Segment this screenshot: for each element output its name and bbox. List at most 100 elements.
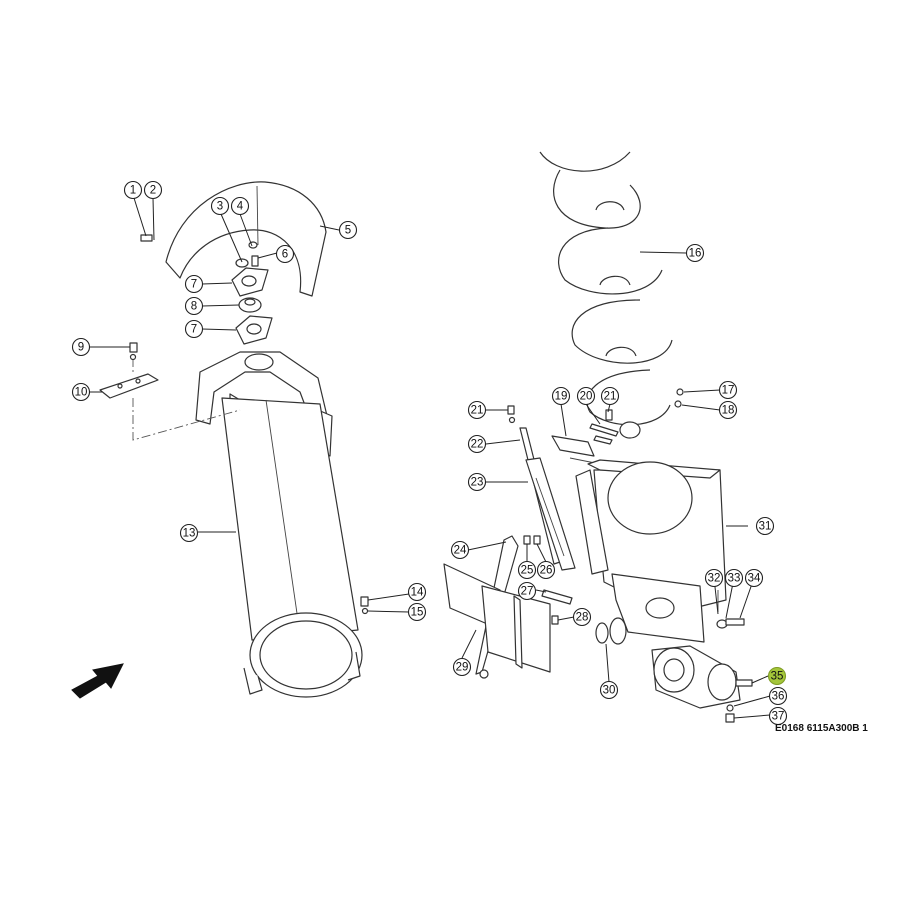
flange-plate-upper xyxy=(231,267,269,297)
callout-20: 20 xyxy=(576,386,596,406)
shield-part-28 xyxy=(443,563,551,673)
callout-27: 27 xyxy=(517,581,537,601)
callout-number: 27 xyxy=(521,586,534,598)
callout-4: 4 xyxy=(230,196,250,216)
callout-13: 13 xyxy=(179,523,199,543)
spout-tube-part xyxy=(221,397,363,698)
callout-10: 10 xyxy=(71,382,91,402)
callout-number: 33 xyxy=(728,573,741,585)
callout-25: 25 xyxy=(517,560,537,580)
callout-number: 2 xyxy=(150,185,156,197)
pin-part-20-21 xyxy=(589,409,619,445)
callout-number: 22 xyxy=(471,439,484,451)
callout-number: 30 xyxy=(603,685,616,697)
callout-21: 21 xyxy=(600,386,620,406)
callout-number: 29 xyxy=(456,662,469,674)
callout-number: 6 xyxy=(282,249,288,261)
wear-plate-part xyxy=(99,373,159,399)
callout-number: 10 xyxy=(75,387,88,399)
callout-number: 15 xyxy=(411,607,424,619)
callout-7: 7 xyxy=(184,274,204,294)
gearbox-part-35 xyxy=(651,645,753,709)
bearing-part xyxy=(238,297,262,313)
callout-37: 37 xyxy=(768,706,788,726)
callout-26: 26 xyxy=(536,560,556,580)
small-parts-4-6 xyxy=(235,241,259,268)
callout-7: 7 xyxy=(184,319,204,339)
callout-number: 17 xyxy=(722,385,735,397)
callout-number: 24 xyxy=(454,545,467,557)
callout-number: 26 xyxy=(540,565,553,577)
flange-plate-lower xyxy=(235,315,273,345)
callout-18: 18 xyxy=(718,400,738,420)
callout-2: 2 xyxy=(143,180,163,200)
callout-32: 32 xyxy=(704,568,724,588)
callout-number: 3 xyxy=(217,201,223,213)
callout-23: 23 xyxy=(467,472,487,492)
slotted-bar-part-23 xyxy=(525,457,576,571)
callout-number: 28 xyxy=(576,612,589,624)
callout-21: 21 xyxy=(467,400,487,420)
callout-19: 19 xyxy=(551,386,571,406)
callout-6: 6 xyxy=(275,244,295,264)
callout-29: 29 xyxy=(452,657,472,677)
callout-34: 34 xyxy=(744,568,764,588)
callout-number: 37 xyxy=(772,711,785,723)
callout-1: 1 xyxy=(123,180,143,200)
callout-28: 28 xyxy=(572,607,592,627)
direction-arrow-icon xyxy=(71,663,124,699)
callout-15: 15 xyxy=(407,602,427,622)
callout-number: 13 xyxy=(183,528,196,540)
callout-3: 3 xyxy=(210,196,230,216)
callout-number: 36 xyxy=(772,691,785,703)
callout-24: 24 xyxy=(450,540,470,560)
callout-30: 30 xyxy=(599,680,619,700)
callout-number: 16 xyxy=(689,248,702,260)
callout-17: 17 xyxy=(718,380,738,400)
callout-number: 20 xyxy=(580,391,593,403)
callout-9: 9 xyxy=(71,337,91,357)
callout-number: 4 xyxy=(237,201,244,213)
callout-5: 5 xyxy=(338,220,358,240)
callout-number: 25 xyxy=(521,565,534,577)
callout-number: 1 xyxy=(130,185,136,197)
bolts-part-32-34 xyxy=(716,590,745,629)
callout-number: 19 xyxy=(555,391,568,403)
callout-number: 9 xyxy=(78,342,84,354)
small-bolts-17-18 xyxy=(674,388,684,408)
callout-35: 35 xyxy=(767,666,787,686)
callout-16: 16 xyxy=(685,243,705,263)
callout-number: 7 xyxy=(191,279,197,291)
housing-part-31 xyxy=(575,459,727,607)
mounting-plate-part xyxy=(611,573,705,643)
bolt-part-9 xyxy=(129,342,138,361)
auger-flight-part xyxy=(539,151,673,439)
callout-number: 32 xyxy=(708,573,721,585)
small-parts-25-26 xyxy=(523,535,541,545)
callout-number: 34 xyxy=(748,573,761,585)
seal-ring-part-30 xyxy=(595,617,627,645)
callout-31: 31 xyxy=(755,516,775,536)
bolt-part-21-left xyxy=(507,405,516,424)
callout-22: 22 xyxy=(467,434,487,454)
callout-number: 14 xyxy=(411,587,424,599)
callout-number: 8 xyxy=(191,301,197,313)
callout-36: 36 xyxy=(768,686,788,706)
callout-number: 7 xyxy=(191,324,197,336)
callout-number: 18 xyxy=(722,405,735,417)
drawing-code-label: E0168 6115A300B 1 xyxy=(775,723,868,734)
callout-8: 8 xyxy=(184,296,204,316)
callout-33: 33 xyxy=(724,568,744,588)
callout-14: 14 xyxy=(407,582,427,602)
bolt-part-36-37 xyxy=(725,704,735,723)
plate-part-19 xyxy=(551,435,601,465)
bolt-part-1 xyxy=(140,234,153,242)
callout-number: 21 xyxy=(604,391,617,403)
callout-number: 23 xyxy=(471,477,484,489)
callout-number: 31 xyxy=(759,521,772,533)
link-part-27 xyxy=(541,589,573,605)
spout-cover-part xyxy=(165,181,327,297)
callout-number: 35 xyxy=(771,671,784,683)
